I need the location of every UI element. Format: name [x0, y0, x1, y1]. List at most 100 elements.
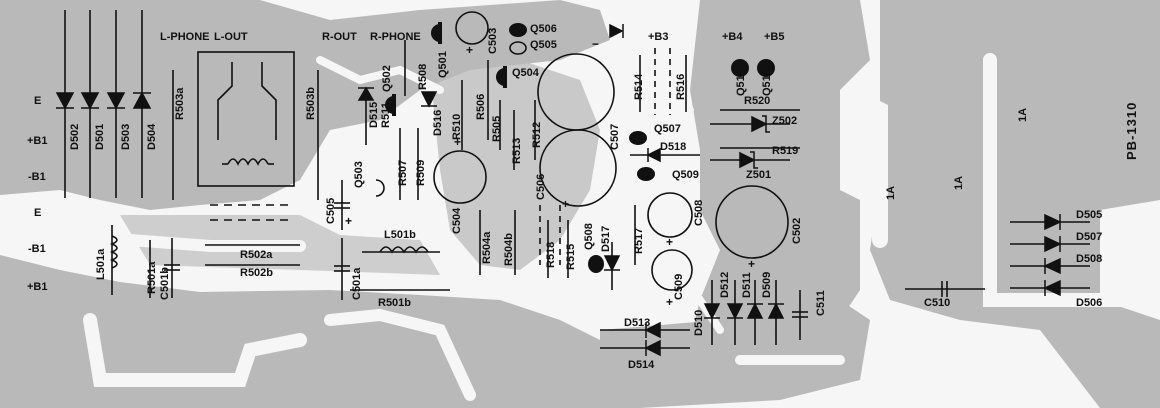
- transistor-q510: [731, 59, 749, 77]
- polarity-mark-2: +: [454, 135, 461, 149]
- label-q501: Q501: [437, 51, 449, 78]
- diode-d507: [1044, 235, 1062, 253]
- label-c503: C503: [487, 28, 499, 54]
- label-l-phone: L-PHONE: [160, 31, 210, 43]
- label-d516: D516: [432, 110, 444, 136]
- trace-6: [596, 96, 694, 125]
- label-r502a: R502a: [240, 249, 273, 261]
- rail-label-6: +B1: [27, 281, 48, 293]
- copper-bottom-right: [600, 300, 870, 408]
- label-d511: D511: [741, 272, 753, 298]
- zener-z502: [751, 115, 768, 133]
- label-r501b: R501b: [378, 297, 411, 309]
- trace-8: [983, 53, 1157, 307]
- copper-far-right: [870, 0, 1160, 408]
- label-r517: R517: [633, 228, 645, 254]
- label-c510: C510: [924, 297, 950, 309]
- diode-d513: [644, 321, 661, 339]
- label-c509: C509: [673, 274, 685, 300]
- label-q507: Q507: [654, 123, 681, 135]
- diode-d508: [1043, 257, 1061, 275]
- jack-coil: [227, 158, 269, 166]
- rail-label-5: -B1: [28, 243, 46, 255]
- body-q502: [392, 94, 396, 116]
- traces: [0, 53, 1157, 401]
- label-l501b: L501b: [384, 229, 416, 241]
- label-r508: R508: [417, 64, 429, 90]
- label-c501a: C501a: [351, 267, 363, 300]
- trace-2: [83, 313, 307, 387]
- label-r510: R510: [451, 114, 463, 140]
- label-d508: D508: [1076, 253, 1102, 265]
- label-l-out: L-OUT: [214, 31, 248, 43]
- diode-symbols: [55, 23, 1062, 357]
- label-z502: Z502: [772, 115, 797, 127]
- diode-d503: [106, 92, 126, 110]
- jack-contact-right: [261, 62, 277, 140]
- label-r509: R509: [415, 160, 427, 186]
- copper-top-left: [0, 0, 610, 210]
- label-c507: C507: [609, 124, 621, 150]
- label-q511: Q511: [761, 70, 773, 96]
- label-q502: Q502: [381, 65, 393, 92]
- label-q510: Q510: [735, 69, 747, 96]
- label-c505: C505: [325, 198, 337, 224]
- label-c511: C511: [815, 290, 827, 316]
- label-r507: R507: [397, 160, 409, 186]
- diode-d504: [132, 91, 152, 109]
- rail-label-2: +B1: [27, 135, 48, 147]
- board-id: PB-1310: [1124, 102, 1139, 160]
- cap-c502: [715, 185, 789, 259]
- label-1a-1: 1A: [885, 186, 897, 200]
- label-d506: D506: [1076, 297, 1102, 309]
- label-d514: D514: [628, 359, 655, 371]
- label-q508: Q508: [583, 223, 595, 250]
- transistor-q506: [509, 23, 527, 37]
- cap-c508: [647, 192, 693, 238]
- label-1a-3: 1A: [1017, 108, 1029, 122]
- diode-d511: [746, 302, 764, 319]
- diode-d510: [703, 303, 721, 320]
- label-d513: D513: [624, 317, 650, 329]
- zener-z501: [739, 151, 756, 169]
- trace-3: [324, 308, 476, 401]
- label-d507: D507: [1076, 231, 1102, 243]
- trace-7: [852, 92, 888, 248]
- polarity-mark-1: +: [466, 43, 473, 57]
- rail-label-1: E: [34, 95, 41, 107]
- label-d512: D512: [719, 272, 731, 298]
- label-r511: R511: [380, 102, 392, 128]
- diode-d516: [420, 91, 438, 108]
- polarity-mark-4: +: [345, 214, 352, 228]
- label-q503: Q503: [353, 161, 365, 188]
- body-q501: [438, 22, 442, 44]
- polarity-mark-5: +: [666, 235, 673, 249]
- diode-d509: [767, 302, 785, 319]
- polarity-marks: + + + + + + + −: [345, 37, 755, 309]
- label-r518: R518: [545, 242, 557, 268]
- bar-z501: [750, 151, 758, 169]
- diode-d512: [726, 303, 744, 320]
- label-d501: D501: [94, 124, 106, 150]
- labels: E +B1 -B1 E -B1 +B1 L-PHONE L-OUT R-OUT …: [27, 23, 1139, 371]
- label-r-phone: R-PHONE: [370, 31, 421, 43]
- label-d505: D505: [1076, 209, 1102, 221]
- trace-4: [316, 56, 444, 94]
- label-q504: Q504: [512, 67, 540, 79]
- label-r503a: R503a: [174, 87, 186, 120]
- polarity-mark-3: +: [562, 197, 569, 211]
- label-r501a: R501a: [146, 261, 158, 294]
- transistor-q508: [588, 255, 604, 273]
- trace-1: [0, 226, 306, 252]
- label-b4: +B4: [722, 31, 743, 43]
- label-q506: Q506: [530, 23, 557, 35]
- label-c508: C508: [693, 200, 705, 226]
- rail-label-4: E: [34, 207, 41, 219]
- pad-q505: [509, 41, 527, 55]
- transistor-q502: [385, 96, 394, 114]
- label-d504: D504: [146, 123, 158, 150]
- transistor-q511: [757, 59, 775, 77]
- label-r519: R519: [772, 145, 798, 157]
